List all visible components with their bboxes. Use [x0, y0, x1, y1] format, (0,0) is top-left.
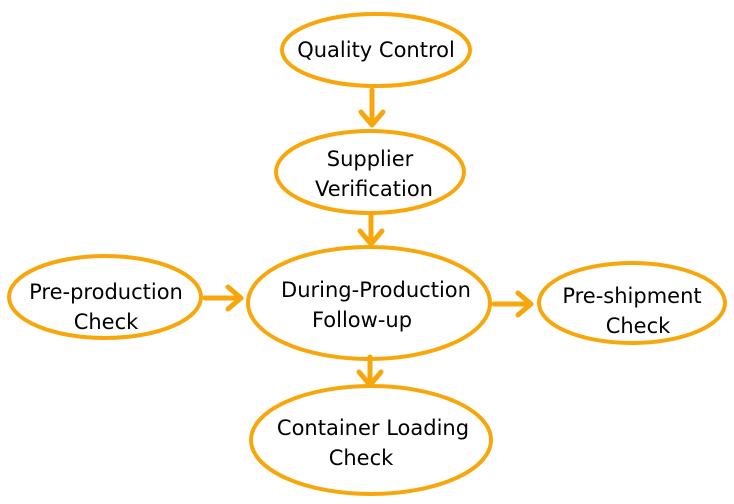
node-pre-production-label: Pre-production Check: [16, 277, 196, 337]
container-loading-line2: Check: [328, 446, 394, 470]
arrow-supplier-to-during: [357, 212, 385, 247]
node-supplier-verification-label: Supplier Verification: [280, 144, 460, 204]
node-pre-shipment-label: Pre-shipment Check: [548, 281, 728, 341]
node-container-loading-label: Container Loading Check: [262, 413, 484, 473]
arrow-during-to-preshipment: [491, 290, 534, 318]
pre-production-line1: Pre-production: [29, 280, 183, 304]
pre-shipment-line1: Pre-shipment: [562, 284, 702, 308]
arrow-during-to-container: [356, 354, 384, 388]
arrow-preproduction-to-during: [202, 284, 244, 312]
node-quality-control-shape: [280, 12, 472, 88]
node-quality-control-label: Quality Control: [286, 35, 466, 65]
pre-production-line2: Check: [73, 310, 139, 334]
during-production-line1: During-Production: [281, 278, 471, 302]
supplier-verification-line2: Verification: [315, 177, 433, 201]
arrow-quality-to-supplier: [358, 87, 386, 128]
node-during-production-label: During-Production Follow-up: [266, 275, 486, 335]
quality-control-line1: Quality Control: [297, 38, 455, 62]
supplier-verification-line1: Supplier: [326, 147, 414, 171]
during-production-line2: Follow-up: [311, 308, 413, 332]
pre-shipment-line2: Check: [605, 314, 671, 338]
container-loading-line1: Container Loading: [276, 416, 470, 440]
node-pre-production-shape: [7, 254, 203, 340]
node-pre-shipment-shape: [537, 261, 727, 345]
